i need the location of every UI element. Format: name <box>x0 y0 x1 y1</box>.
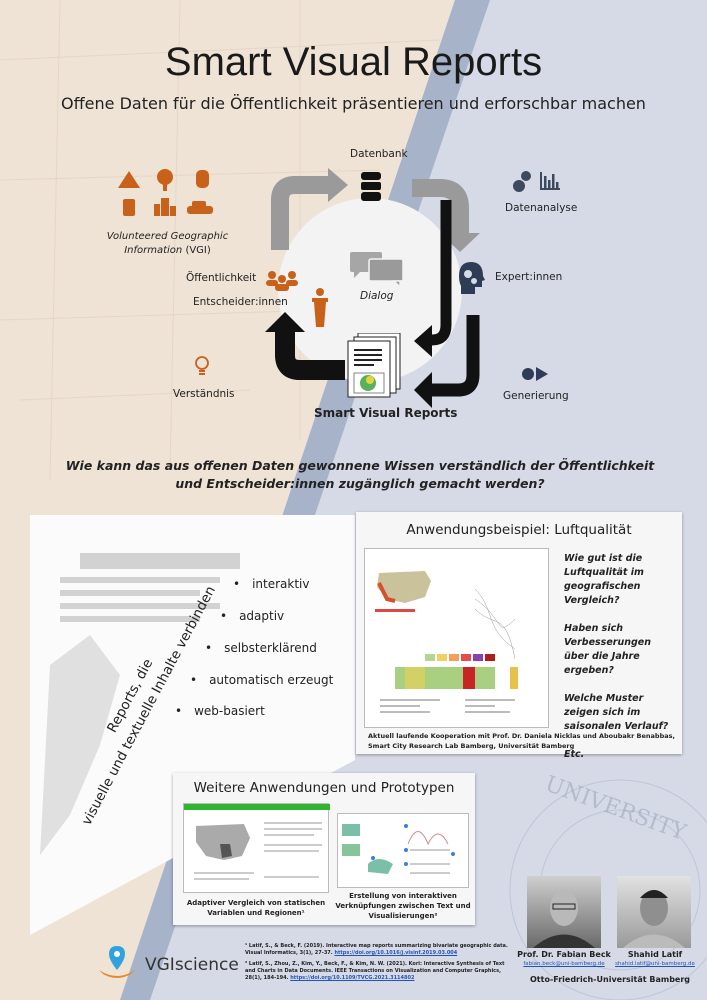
buildings-icon <box>154 204 160 216</box>
dialog-label: Dialog <box>360 290 394 302</box>
question-item: Welche Muster zeigen sich im saisonalen … <box>564 693 669 732</box>
car-icon <box>187 206 213 214</box>
dialog-circle <box>278 198 462 382</box>
question-line2: und Entscheider:innen zugänglich gemacht… <box>175 476 545 491</box>
card-title: Anwendungsbeispiel: Luftqualität <box>406 522 632 538</box>
vgi-label-line2: Information <box>124 245 183 256</box>
feature-bullet: automatisch erzeugt <box>190 673 333 687</box>
analysis-questions: Wie gut ist die Luftqualität im geografi… <box>564 552 676 762</box>
feature-bullet: web-basiert <box>175 704 265 718</box>
prototype-kori-screenshot[interactable] <box>337 813 469 888</box>
prototype-map-report-screenshot[interactable] <box>183 803 330 893</box>
caption-line1: Adaptiver Vergleich von statischen <box>186 899 326 907</box>
poster-title: Smart Visual Reports <box>164 40 543 84</box>
prototype-caption: Erstellung von interaktiven Verknüpfunge… <box>333 891 473 921</box>
author-photo-beck <box>527 876 601 948</box>
speaker-podium-icon <box>312 288 328 327</box>
arrow-experts-to-reports <box>430 315 480 397</box>
author-email[interactable]: fabian.beck@uni-bamberg.de <box>523 961 605 967</box>
arrow-database-to-reports <box>430 200 452 346</box>
vgiscience-logo-text: VGIscience <box>145 955 239 975</box>
references: ¹ Latif, S., & Beck, F. (2019). Interact… <box>245 943 515 982</box>
map-shape <box>40 635 120 855</box>
reference-text: ¹ Latif, S., & Beck, F. (2019). Interact… <box>245 943 508 956</box>
vgiscience-logo-icon <box>99 946 135 978</box>
database-label: Datenbank <box>350 148 408 160</box>
arrow-database-to-analysis <box>412 179 469 235</box>
vgi-label: Volunteered Geographic Information (VGI) <box>80 230 255 258</box>
question-item: Wie gut ist die Luftqualität im geografi… <box>564 553 644 606</box>
air-quality-card: Anwendungsbeispiel: Luftqualität Wie gut… <box>356 512 682 760</box>
workflow-diagram <box>265 168 480 408</box>
decision-makers-label: Entscheider:innen <box>193 296 288 308</box>
air-quality-screenshot[interactable] <box>364 548 549 728</box>
tree-icon <box>157 169 173 185</box>
author-photo-latif <box>617 876 691 948</box>
gears-icon <box>521 171 531 181</box>
expert-head-gears-icon <box>459 262 485 294</box>
lightbulb-icon <box>195 356 209 375</box>
tram-icon <box>123 199 135 216</box>
arrow-vgi-to-database <box>271 176 330 250</box>
card-title: Weitere Anwendungen und Prototypen <box>193 780 455 796</box>
chat-bubbles-icon <box>350 252 404 289</box>
feature-bullet: selbsterklärend <box>205 641 317 655</box>
smart-visual-reports-label: Smart Visual Reports <box>314 406 458 420</box>
database-icon <box>361 172 381 201</box>
public-label: Öffentlichkeit <box>186 272 257 284</box>
mountain-icon <box>118 171 140 188</box>
experts-label: Expert:innen <box>495 271 563 283</box>
feature-bullet: adaptiv <box>220 609 284 623</box>
cooperation-caption: Aktuell laufende Kooperation mit Prof. D… <box>368 731 675 751</box>
text-placeholder-lines <box>60 553 240 622</box>
author-name: Prof. Dr. Fabian Beck <box>517 950 611 959</box>
generation-label: Generierung <box>503 390 569 402</box>
bar-chart-icon <box>540 172 560 190</box>
vgi-icons <box>118 169 213 216</box>
vgi-label-abbr: (VGI) <box>182 245 211 256</box>
analysis-icons <box>513 171 560 192</box>
data-analysis-label: Datenanalyse <box>505 202 578 214</box>
vgi-label-line1: Volunteered Geographic <box>106 231 229 242</box>
poster-subtitle: Offene Daten für die Öffentlichkeit präs… <box>61 94 646 113</box>
people-group-icon <box>266 271 298 291</box>
question-item: Etc. <box>564 749 585 760</box>
prototype-caption: Adaptiver Vergleich von statischen Varia… <box>183 898 329 918</box>
reference-item: ¹ Latif, S., & Beck, F. (2019). Interact… <box>245 943 515 957</box>
caption-line1: Erstellung von interaktiven <box>349 892 457 900</box>
question-item: Haben sich Verbesserungen über die Jahre… <box>564 623 652 676</box>
generation-play-icon <box>522 367 548 381</box>
caption-line2: Smart City Research Lab Bamberg, Univers… <box>368 742 575 750</box>
arrow-reports-to-public <box>275 330 345 380</box>
caption-line3: Visualisierungen² <box>368 912 438 920</box>
author-email[interactable]: shahid.latif@uni-bamberg.de <box>615 961 695 967</box>
research-question: Wie kann das aus offenen Daten gewonnene… <box>60 457 660 493</box>
owl-icon <box>196 170 209 188</box>
reference-link[interactable]: https://doi.org/10.1016/j.visinf.2019.03… <box>334 950 458 956</box>
reference-link[interactable]: https://doi.org/10.1109/TVCG.2021.311480… <box>290 975 415 981</box>
caption-line1: Aktuell laufende Kooperation mit Prof. D… <box>368 732 675 740</box>
reference-text: ² Latif, S., Zhou, Z., Kim, Y., Beck, F.… <box>245 961 505 981</box>
question-line1: Wie kann das aus offenen Daten gewonnene… <box>65 458 655 473</box>
university-name: Otto-Friedrich-Universität Bamberg <box>530 975 691 984</box>
caption-line2: Verknüpfungen zwischen Text und <box>335 902 471 910</box>
understanding-label: Verständnis <box>173 388 235 400</box>
caption-line2: Variablen und Regionen¹ <box>207 909 305 917</box>
feature-bullet: interaktiv <box>233 577 309 591</box>
reference-item: ² Latif, S., Zhou, Z., Kim, Y., Beck, F.… <box>245 961 515 982</box>
author-name: Shahid Latif <box>627 950 683 959</box>
prototypes-card: Weitere Anwendungen und Prototypen Adapt… <box>173 773 475 925</box>
report-document-icon <box>347 333 401 398</box>
